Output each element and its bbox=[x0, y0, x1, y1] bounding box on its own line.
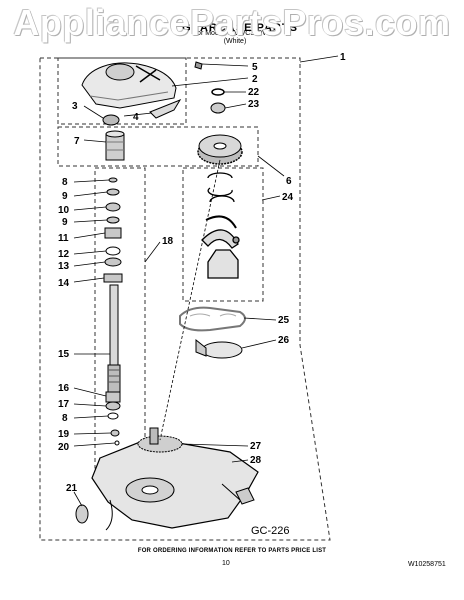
gearcase-assembly bbox=[91, 427, 259, 531]
callout-3: 3 bbox=[72, 101, 78, 112]
gear-case-seal bbox=[149, 98, 182, 119]
shift-group-box bbox=[182, 167, 264, 302]
shift-ring-26 bbox=[195, 338, 243, 359]
callout-13: 13 bbox=[58, 261, 70, 272]
callout-2: 2 bbox=[252, 74, 258, 85]
pulley-group-box bbox=[57, 126, 259, 167]
callout-7: 7 bbox=[74, 136, 80, 147]
cover-screw bbox=[194, 61, 203, 70]
callout-8: 8 bbox=[62, 177, 68, 188]
lower-shaft-parts bbox=[105, 391, 121, 446]
diagram-title: GEARCASE PARTS bbox=[182, 22, 298, 34]
figure-code: GC-226 bbox=[251, 525, 290, 537]
callout-1: 1 bbox=[340, 52, 346, 63]
page-number: 10 bbox=[222, 560, 230, 567]
drive-gear bbox=[197, 134, 243, 165]
callout-labels: 1 2 3 4 5 6 7 8 9 10 9 11 12 13 14 15 16… bbox=[58, 52, 346, 494]
leader-lines bbox=[73, 55, 339, 507]
model-line: For Model: MVWC300VW1 bbox=[192, 30, 278, 37]
document-number: W10258751 bbox=[408, 561, 446, 568]
cover-group-box bbox=[57, 57, 187, 125]
callout-15: 15 bbox=[58, 349, 70, 360]
callout-19: 19 bbox=[58, 429, 70, 440]
callout-9: 9 bbox=[62, 191, 68, 202]
callout-26: 26 bbox=[278, 335, 290, 346]
callout-25: 25 bbox=[278, 315, 290, 326]
gear-cover bbox=[81, 62, 177, 109]
model-info: For Model: MVWC300VW1 (White) bbox=[170, 30, 300, 46]
callout-16: 16 bbox=[58, 383, 70, 394]
callout-14: 14 bbox=[58, 278, 70, 289]
pulley-hub bbox=[105, 130, 125, 161]
callout-23: 23 bbox=[248, 99, 260, 110]
callout-10: 10 bbox=[58, 205, 70, 216]
callout-5: 5 bbox=[252, 62, 258, 73]
site-watermark: AppliancePartsPros.com bbox=[13, 2, 451, 43]
drain-seal-21 bbox=[75, 504, 89, 524]
callout-4: 4 bbox=[133, 112, 139, 123]
callout-24: 24 bbox=[282, 192, 294, 203]
shift-seal-25 bbox=[179, 306, 246, 332]
callout-8b: 8 bbox=[62, 413, 68, 424]
washer-22 bbox=[211, 88, 225, 96]
callout-22: 22 bbox=[248, 87, 260, 98]
shaft-stack bbox=[103, 177, 123, 283]
spin-shaft bbox=[107, 284, 121, 394]
callout-21: 21 bbox=[66, 483, 78, 494]
callout-17: 17 bbox=[58, 399, 70, 410]
color-line: (White) bbox=[223, 38, 247, 45]
shaft-group-box bbox=[94, 167, 146, 469]
bearing-23 bbox=[210, 102, 226, 114]
callout-11: 11 bbox=[58, 233, 69, 244]
callout-28: 28 bbox=[250, 455, 262, 466]
callout-6: 6 bbox=[286, 176, 292, 187]
callout-27: 27 bbox=[250, 441, 262, 452]
cover-bearing bbox=[102, 114, 120, 126]
callout-9b: 9 bbox=[62, 217, 68, 228]
callout-18: 18 bbox=[162, 236, 174, 247]
callout-12: 12 bbox=[58, 249, 70, 260]
callout-20: 20 bbox=[58, 442, 70, 453]
shift-parts bbox=[201, 172, 240, 279]
ordering-footer: FOR ORDERING INFORMATION REFER TO PARTS … bbox=[137, 548, 327, 554]
outer-group-box bbox=[39, 57, 331, 541]
